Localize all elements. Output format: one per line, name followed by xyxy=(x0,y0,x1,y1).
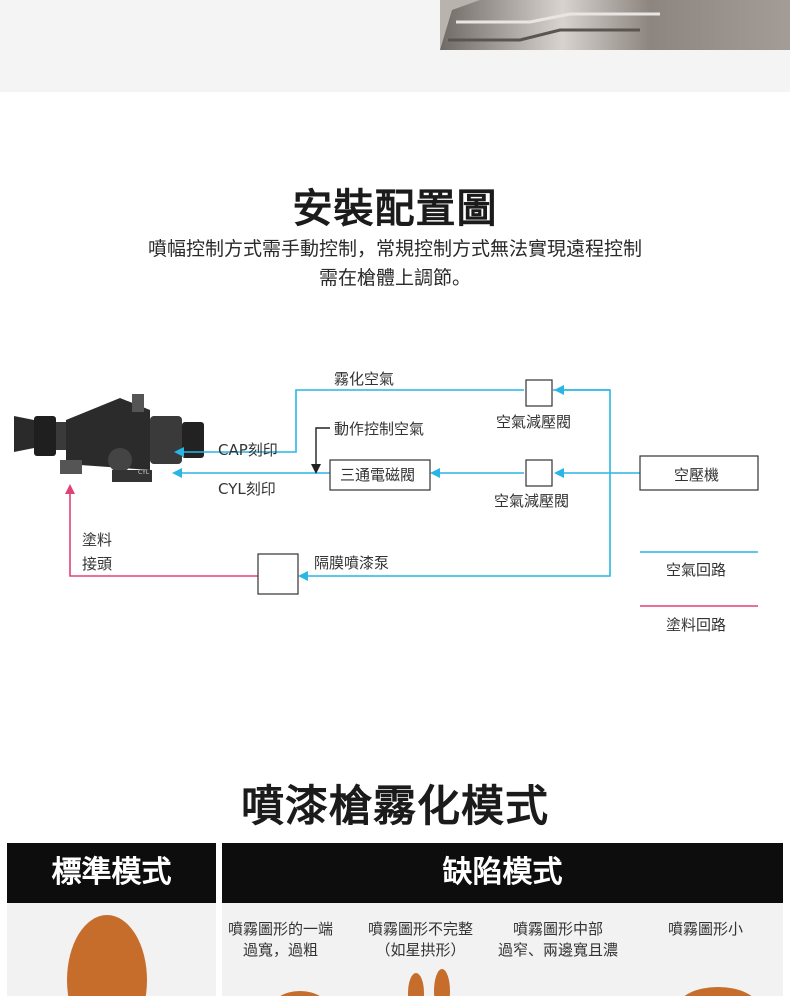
defect-caption-4: 噴霧圖形小 xyxy=(668,919,743,940)
action-control-air-label: 動作控制空氣 xyxy=(334,420,424,438)
mode-tabs: 標準模式 缺陷模式 xyxy=(0,843,790,903)
defect-4-line1: 噴霧圖形小 xyxy=(668,920,744,938)
nozzle-photo xyxy=(440,0,790,50)
paint-joint-label-1: 塗料 xyxy=(82,531,112,549)
defect-3-line2: 過窄、兩邊寬且濃 xyxy=(498,941,619,959)
defect-pattern-2a xyxy=(408,973,424,996)
atomize-air-label: 霧化空氣 xyxy=(334,370,394,388)
pressure-valve-top-box xyxy=(525,379,553,407)
tab-defect-mode: 缺陷模式 xyxy=(222,843,783,903)
cap-mark-label: CAP刻印 xyxy=(218,441,278,459)
defect-caption-2: 噴霧圖形不完整 （如星拱形） xyxy=(368,919,473,961)
three-way-valve-label: 三通電磁閥 xyxy=(340,466,415,484)
defect-pattern-4 xyxy=(678,987,758,996)
install-subtitle: 噴幅控制方式需手動控制，常規控制方式無法實現遠程控制 需在槍體上調節。 xyxy=(60,235,730,293)
cyl-mark-label: CYL刻印 xyxy=(218,480,276,498)
svg-text:CYL: CYL xyxy=(138,469,150,476)
diaphragm-pump-label: 隔膜噴漆泵 xyxy=(314,554,389,572)
legend-paint-label: 塗料回路 xyxy=(666,616,726,634)
compressor-label: 空壓機 xyxy=(674,466,719,484)
defect-2-line2: （如星拱形） xyxy=(375,941,466,959)
pressure-valve-bottom-box xyxy=(525,459,553,487)
install-title: 安裝配置圖 xyxy=(292,186,498,232)
diaphragm-pump-box xyxy=(257,553,299,595)
pressure-valve-top-label: 空氣減壓閥 xyxy=(496,413,571,431)
install-subtitle-line2: 需在槍體上調節。 xyxy=(318,267,471,289)
defect-1-line2: 過寬，過粗 xyxy=(243,941,319,959)
spray-gun-icon: CYL xyxy=(14,394,204,482)
defect-1-line1: 噴霧圖形的一端 xyxy=(228,920,334,938)
product-photo-strip xyxy=(0,0,790,92)
three-way-valve-box xyxy=(329,459,431,491)
defect-2-line1: 噴霧圖形不完整 xyxy=(368,920,474,938)
standard-spray-pattern xyxy=(67,915,147,996)
defect-mode-panel: 噴霧圖形的一端 過寬，過粗 噴霧圖形不完整 （如星拱形） 噴霧圖形中部 過窄、兩… xyxy=(222,903,783,996)
legend-air-label: 空氣回路 xyxy=(666,561,726,579)
install-subtitle-line1: 噴幅控制方式需手動控制，常規控制方式無法實現遠程控制 xyxy=(147,238,642,260)
paint-joint-label-2: 接頭 xyxy=(82,555,112,573)
atomize-modes-title: 噴漆槍霧化模式 xyxy=(241,782,549,832)
defect-3-line1: 噴霧圖形中部 xyxy=(513,920,604,938)
defect-caption-3: 噴霧圖形中部 過窄、兩邊寬且濃 xyxy=(498,919,618,961)
pressure-valve-bottom-label: 空氣減壓閥 xyxy=(494,492,569,510)
defect-pattern-1 xyxy=(270,991,330,996)
standard-mode-panel xyxy=(7,903,216,996)
defect-caption-1: 噴霧圖形的一端 過寬，過粗 xyxy=(228,919,333,961)
tab-standard-mode: 標準模式 xyxy=(7,843,216,903)
compressor-box xyxy=(639,455,759,491)
defect-pattern-2b xyxy=(434,969,450,996)
installation-diagram: CYL 霧化空氣 動作控制空氣 空氣減壓閥 三通電磁閥 空壓機 空氣減壓閥 CA… xyxy=(14,370,759,634)
